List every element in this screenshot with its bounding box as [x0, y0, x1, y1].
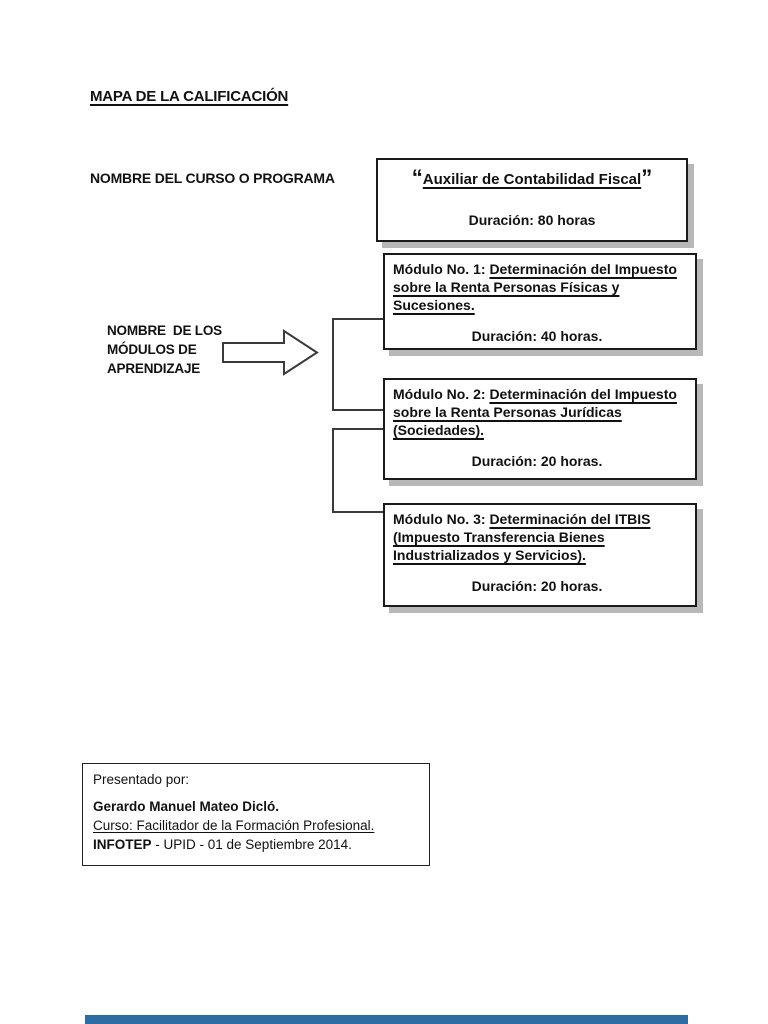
connector-bracket-1 — [332, 318, 383, 411]
open-quote: “ — [411, 165, 423, 190]
course-program-label: NOMBRE DEL CURSO O PROGRAMA — [90, 170, 335, 186]
connector-bracket-2 — [332, 428, 383, 513]
module-3-prefix: Módulo No. 3: — [393, 511, 490, 527]
institution-line: INFOTEP - UPID - 01 de Septiembre 2014. — [93, 835, 419, 854]
module-1-title: Determinación del Impuesto sobre la Rent… — [393, 261, 677, 313]
page-title: MAPA DE LA CALIFICACIÓN — [90, 88, 289, 105]
module-2-title: Determinación del Impuesto sobre la Rent… — [393, 386, 677, 438]
close-quote: ” — [641, 165, 653, 190]
presented-by-label: Presentado por: — [93, 772, 190, 787]
course-duration: Duración: 80 horas — [468, 212, 596, 228]
module-1-prefix: Módulo No. 1: — [393, 261, 490, 277]
institution-name: INFOTEP — [93, 837, 152, 852]
bottom-progress-bar — [85, 1015, 688, 1024]
presented-by-box: Presentado por: Gerardo Manuel Mateo Dic… — [82, 763, 430, 866]
course-box: “Auxiliar de Contabilidad Fiscal” Duraci… — [376, 158, 688, 242]
module-2-duration: Duración: 20 horas. — [471, 453, 603, 469]
modules-label: NOMBRE DE LOS MÓDULOS DE APRENDIZAJE — [107, 323, 222, 376]
module-3-title: Determinación del ITBIS (Impuesto Transf… — [393, 511, 651, 563]
module-3-duration: Duración: 20 horas. — [471, 578, 603, 594]
course-line: Curso: Facilitador de la Formación Profe… — [93, 818, 375, 833]
right-arrow-icon — [222, 329, 319, 376]
author-name: Gerardo Manuel Mateo Dicló. — [93, 799, 280, 814]
module-box-1: Módulo No. 1: Determinación del Impuesto… — [383, 253, 697, 350]
institution-rest: - UPID - 01 de Septiembre 2014. — [151, 837, 352, 852]
course-name: “Auxiliar de Contabilidad Fiscal” — [378, 165, 686, 190]
module-box-3: Módulo No. 3: Determinación del ITBIS (I… — [383, 503, 697, 607]
module-2-prefix: Módulo No. 2: — [393, 386, 490, 402]
course-name-text: Auxiliar de Contabilidad Fiscal — [422, 171, 642, 188]
module-1-duration: Duración: 40 horas. — [471, 328, 603, 344]
module-box-2: Módulo No. 2: Determinación del Impuesto… — [383, 378, 697, 480]
